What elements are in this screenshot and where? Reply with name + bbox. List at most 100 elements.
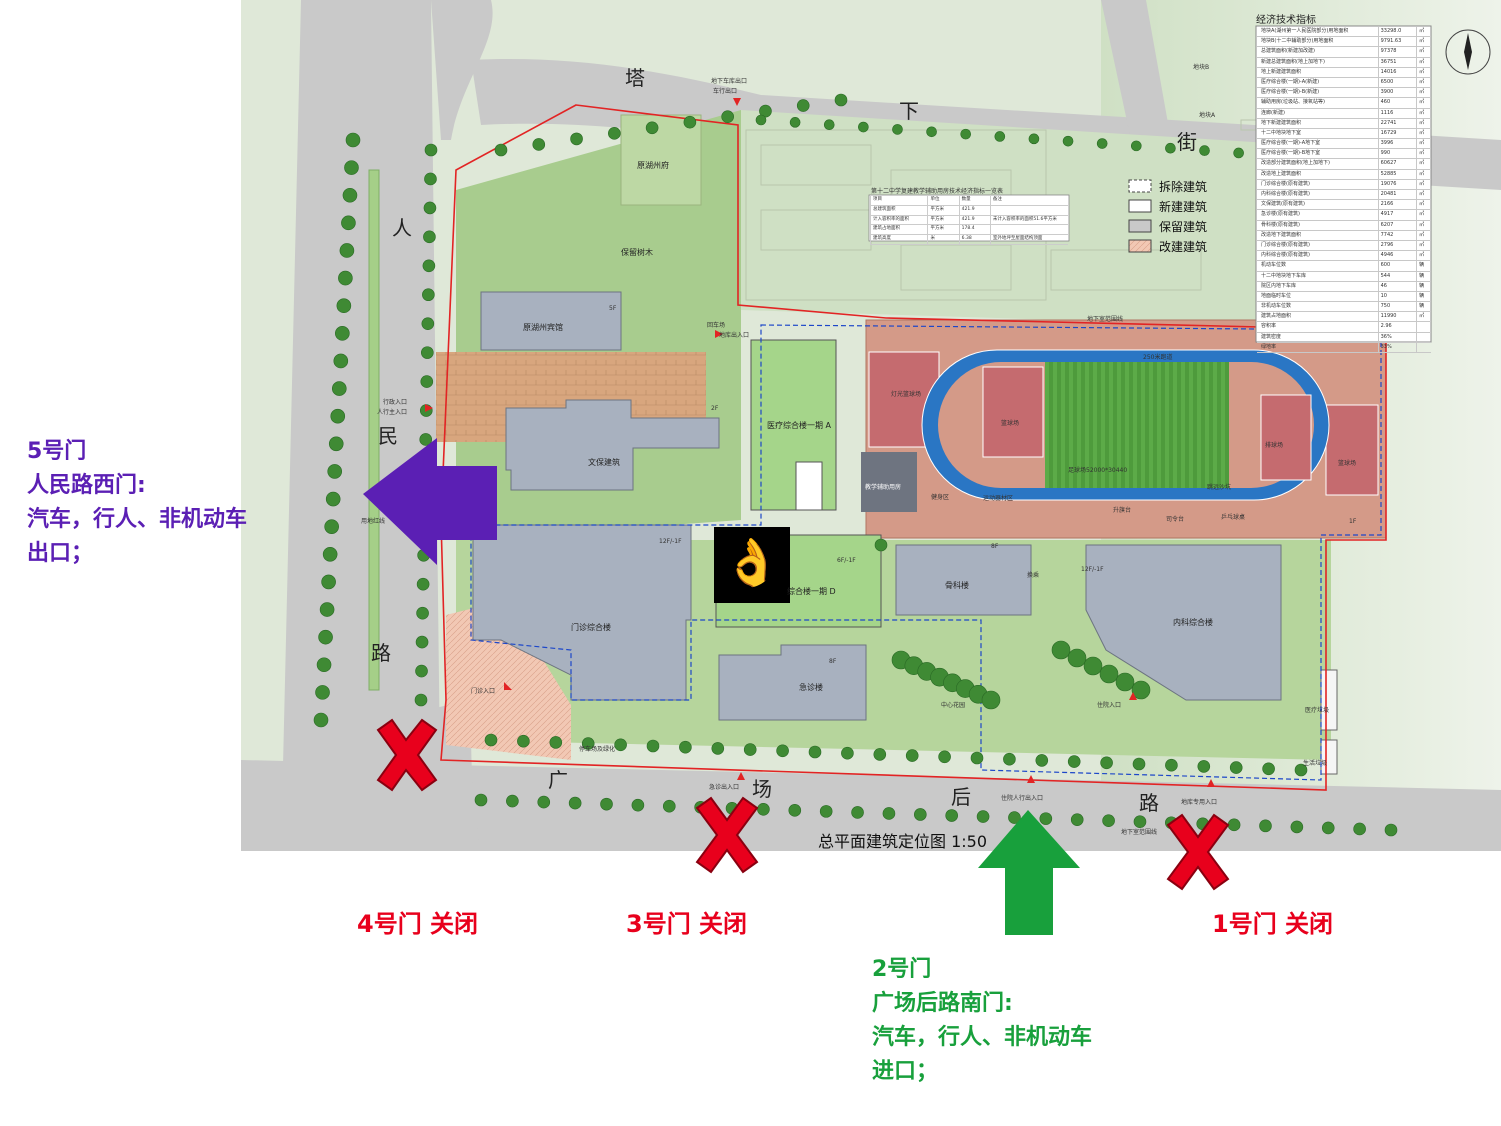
tree-icon bbox=[333, 353, 349, 369]
tree-icon bbox=[600, 797, 613, 811]
gate5-dir: 出口； bbox=[27, 541, 94, 566]
tree-icon bbox=[796, 99, 810, 112]
building-label: 原湖州宾馆 bbox=[523, 323, 563, 332]
econ-cell-value: 9791.63 bbox=[1377, 37, 1417, 47]
building-label: 医疗综合楼一期 A bbox=[767, 421, 832, 430]
tree-icon bbox=[841, 746, 854, 760]
tree-icon bbox=[1197, 760, 1211, 773]
tree-icon bbox=[422, 288, 435, 302]
econ-cell-unit: ㎡ bbox=[1416, 67, 1431, 77]
econ-cell-item: 医疗综合楼(一期)-A地下室 bbox=[1261, 140, 1321, 147]
tree-icon bbox=[321, 574, 336, 590]
econ-cell-unit: ㎡ bbox=[1416, 128, 1431, 139]
legend-keep: 保留建筑 bbox=[1159, 220, 1208, 234]
sports-label: 篮球场 bbox=[1001, 420, 1020, 427]
econ-cell-value: 60627 bbox=[1377, 159, 1417, 169]
tree-icon bbox=[1062, 135, 1074, 147]
tree-icon bbox=[414, 693, 428, 707]
econ-cell-unit bbox=[1416, 342, 1431, 352]
tree-icon bbox=[851, 806, 864, 819]
tree-icon bbox=[1229, 761, 1243, 774]
school-cell-item: 建筑高度 bbox=[870, 235, 927, 244]
econ-cell-item: 医疗综合楼(一期)-B(新建) bbox=[1261, 89, 1320, 96]
sports-label: 乒乓球桌 bbox=[1221, 514, 1246, 521]
legend-renovate: 改建建筑 bbox=[1159, 240, 1208, 254]
tree-icon bbox=[419, 433, 433, 446]
econ-cell-unit bbox=[1416, 322, 1431, 332]
sports-label: 250米跑道 bbox=[1143, 354, 1173, 361]
gate4-label: 4号门 关闭 bbox=[357, 910, 479, 938]
legend-new: 新建建筑 bbox=[1159, 200, 1208, 214]
school-cell-value: 421.9 bbox=[958, 215, 990, 225]
econ-cell-unit bbox=[1416, 332, 1431, 342]
road-char: 下 bbox=[899, 99, 919, 123]
gate2-name: 广场后路南门: bbox=[872, 991, 1013, 1016]
building-floors: 8F bbox=[829, 658, 837, 665]
tree-icon bbox=[823, 119, 835, 131]
tree-icon bbox=[339, 243, 355, 258]
tree-icon bbox=[319, 602, 335, 617]
tree-icon bbox=[345, 132, 361, 148]
econ-cell-unit: 辆 bbox=[1416, 302, 1431, 312]
tree-icon bbox=[537, 795, 551, 809]
sports-label: 升旗台 bbox=[1113, 507, 1132, 514]
gate5-block: 5号门 人民路西门: 汽车，行人、非机动车 出口； bbox=[27, 435, 247, 571]
tree-icon bbox=[506, 794, 519, 808]
tree-icon bbox=[1196, 817, 1210, 831]
econ-cell-item: 地块A(湖州第一人民医院部分)用地面积 bbox=[1261, 28, 1349, 34]
tree-icon bbox=[324, 519, 339, 534]
road-char: 街 bbox=[1177, 130, 1197, 154]
school-cell-item: 建筑占地面积 bbox=[870, 225, 927, 235]
tree-icon bbox=[981, 690, 1001, 710]
tree-icon bbox=[788, 804, 802, 817]
building-floors: 8F bbox=[991, 543, 999, 550]
econ-cell-value: 52885 bbox=[1377, 169, 1417, 179]
tree-icon bbox=[1096, 138, 1108, 149]
site-plan-svg: 👌 bbox=[241, 0, 1501, 851]
tree-icon bbox=[417, 520, 431, 533]
econ-cell-item: 改造部分建筑面积(地上加地下) bbox=[1261, 160, 1330, 167]
econ-cell-value: 4917 bbox=[1377, 210, 1417, 220]
econ-cell-value: 22741 bbox=[1377, 118, 1417, 128]
tree-icon bbox=[873, 748, 887, 761]
econ-cell-item: 门诊综合楼(原有建筑) bbox=[1261, 241, 1310, 248]
map-label: 用地红线 bbox=[361, 518, 386, 525]
econ-cell-unit: ㎡ bbox=[1416, 251, 1431, 261]
tree-icon bbox=[683, 115, 697, 129]
tree-icon bbox=[938, 750, 951, 764]
map-label: 人行主入口 bbox=[377, 409, 408, 416]
building-label: 医疗垃圾 bbox=[1305, 707, 1330, 714]
econ-cell-value: 36751 bbox=[1377, 57, 1417, 67]
sports-label: 足球场52000*30440 bbox=[1068, 467, 1128, 474]
building-label: 保留树木 bbox=[621, 248, 653, 257]
tree-icon bbox=[416, 577, 430, 591]
school-cell-note: 室外地坪至屋面结构顶面 bbox=[989, 235, 1068, 244]
sports-label: 1F bbox=[1349, 518, 1357, 525]
school-cell-unit: 平方米 bbox=[927, 205, 958, 215]
tree-icon bbox=[819, 805, 833, 818]
road-char: 后 bbox=[951, 785, 971, 809]
tree-icon bbox=[755, 114, 767, 126]
tree-icon bbox=[424, 172, 437, 186]
tree-icon bbox=[484, 733, 498, 747]
econ-cell-value: 11990 bbox=[1377, 312, 1417, 322]
map-label: 回车场 bbox=[707, 322, 726, 329]
map-label: 第十二中学复建教学辅助用房技术经济指标一览表 bbox=[871, 188, 1004, 195]
tree-icon bbox=[882, 807, 896, 820]
econ-cell-value: 46 bbox=[1377, 281, 1417, 291]
sports-label: 运动器材区 bbox=[983, 495, 1014, 502]
building-floors: 6F/-1F bbox=[837, 557, 856, 564]
tree-icon bbox=[892, 124, 903, 135]
